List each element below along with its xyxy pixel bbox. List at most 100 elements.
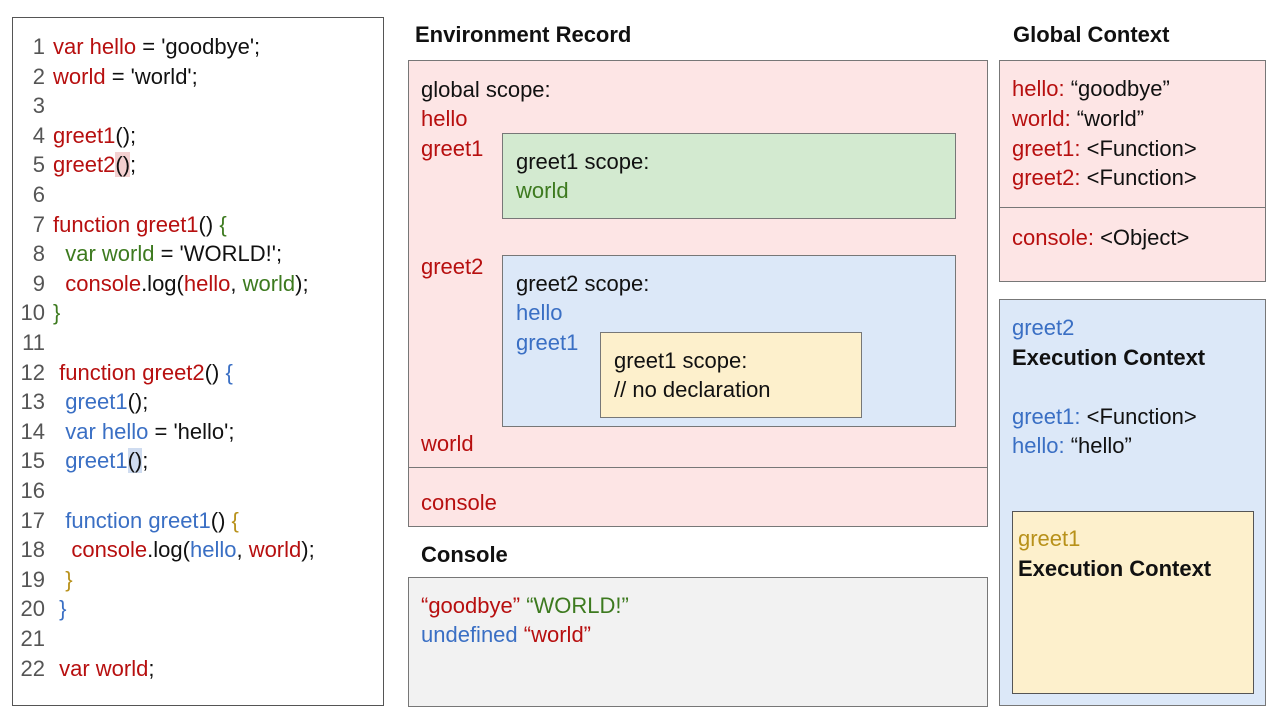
line-number: 16 <box>20 478 45 503</box>
global-ctx-value: <Object> <box>1093 225 1190 250</box>
line-number: 8 <box>32 241 45 267</box>
code-token: .log( <box>141 270 184 296</box>
greet2-ctx-key: hello: <box>1012 433 1065 458</box>
inner-greet1-scope-note: // no declaration <box>614 377 771 402</box>
code-token: { <box>225 359 233 385</box>
code-token: var world <box>53 655 149 681</box>
line-number: 13 <box>20 389 45 415</box>
global-world-binding: world <box>421 431 474 456</box>
global-hello-binding: hello <box>421 106 468 131</box>
code-token: { <box>231 507 239 533</box>
global-ctx-row-greet2: greet2: <Function> <box>1012 163 1197 193</box>
line-number: 17 <box>20 507 45 533</box>
greet2-ctx-value: “hello” <box>1064 433 1132 458</box>
global-ctx-row-console: console: <Object> <box>1012 223 1189 253</box>
code-token: var world <box>53 241 155 267</box>
code-token: = 'hello'; <box>148 418 235 444</box>
code-token: = 'world'; <box>105 63 198 89</box>
code-token: function greet1 <box>53 507 211 533</box>
code-token: () <box>210 507 232 533</box>
global-ctx-value: <Function> <box>1080 136 1197 161</box>
code-token: hello <box>189 537 237 563</box>
code-token: var hello <box>53 418 149 444</box>
line-number: 19 <box>20 566 45 592</box>
line-number: 3 <box>32 93 45 119</box>
line-number: 4 <box>32 122 45 148</box>
greet2-ctx-label: Execution Context <box>1012 345 1206 370</box>
code-token: } <box>53 566 73 592</box>
code-token: { <box>219 211 227 237</box>
env-record-title: Environment Record <box>415 22 632 47</box>
greet1-world-binding: world <box>516 178 569 203</box>
line-number: 10 <box>20 300 45 326</box>
code-line: 16 <box>13 476 53 506</box>
code-token: } <box>53 596 67 622</box>
line-number: 5 <box>32 152 45 178</box>
global-ctx-value: <Function> <box>1080 165 1197 190</box>
global-scope-label: global scope: <box>421 77 551 102</box>
global-console-binding: console <box>421 490 497 515</box>
inner-greet1-scope-label: greet1 scope: <box>614 348 748 373</box>
code-token: (); <box>115 122 137 148</box>
code-token: ); <box>295 270 309 296</box>
code-token: .log( <box>147 537 190 563</box>
greet2-ctx-key: greet1: <box>1012 404 1081 429</box>
code-token: ; <box>142 448 149 474</box>
code-line: 20 } <box>13 594 67 624</box>
greet1-ctx-label: Execution Context <box>1018 556 1212 581</box>
line-number: 6 <box>32 182 45 207</box>
greet1-scope-label: greet1 scope: <box>516 149 650 174</box>
line-number: 18 <box>20 537 45 563</box>
code-token: greet1 <box>53 448 128 474</box>
code-token: greet1 <box>53 389 128 415</box>
line-number: 9 <box>32 270 45 296</box>
code-line: 17 function greet1() { <box>13 506 239 536</box>
code-token: console <box>53 270 142 296</box>
code-token: () <box>127 448 143 474</box>
global-ctx-key: greet1: <box>1012 136 1081 161</box>
line-number: 11 <box>22 330 45 355</box>
global-greet1-binding: greet1 <box>421 136 484 161</box>
greet2-ctx-name: greet2 <box>1012 315 1075 340</box>
global-context-box <box>999 60 1266 208</box>
global-context-title: Global Context <box>1013 22 1170 47</box>
console-line-2-a: undefined <box>421 622 518 647</box>
inner-greet1-scope-box <box>600 332 862 418</box>
code-token: = 'goodbye'; <box>136 34 261 59</box>
code-token: () <box>198 211 220 237</box>
code-line: 14 var hello = 'hello'; <box>13 417 235 447</box>
code-line: 21 <box>13 624 53 654</box>
line-number: 12 <box>20 359 45 385</box>
global-ctx-row-world: world: “world” <box>1012 104 1144 134</box>
greet1-scope-box <box>502 133 956 219</box>
global-ctx-value: “goodbye” <box>1064 76 1170 101</box>
global-greet2-binding: greet2 <box>421 254 484 279</box>
code-line: 10} <box>13 298 61 328</box>
console-title: Console <box>421 542 508 567</box>
greet1-ctx-name: greet1 <box>1018 526 1081 551</box>
code-line: 8 var world = 'WORLD!'; <box>13 239 282 269</box>
greet2-ctx-row-hello: hello: “hello” <box>1012 431 1132 461</box>
line-number: 20 <box>20 596 45 622</box>
line-number: 22 <box>20 655 45 681</box>
code-line: 6 <box>13 180 53 210</box>
code-line: 11 <box>13 328 53 358</box>
line-number: 1 <box>32 34 45 59</box>
code-line: 9 console.log(hello, world); <box>13 269 309 299</box>
global-context-console-box <box>999 207 1266 282</box>
code-token: hello <box>183 270 231 296</box>
code-token: greet2 <box>53 152 116 178</box>
code-token: ; <box>130 152 137 178</box>
code-line: 22 var world; <box>13 654 155 684</box>
code-token: } <box>53 300 61 326</box>
global-ctx-key: hello: <box>1012 76 1065 101</box>
greet2-hello-binding: hello <box>516 300 563 325</box>
global-scope-console-box <box>408 467 988 527</box>
code-line: 15 greet1(); <box>13 446 148 476</box>
